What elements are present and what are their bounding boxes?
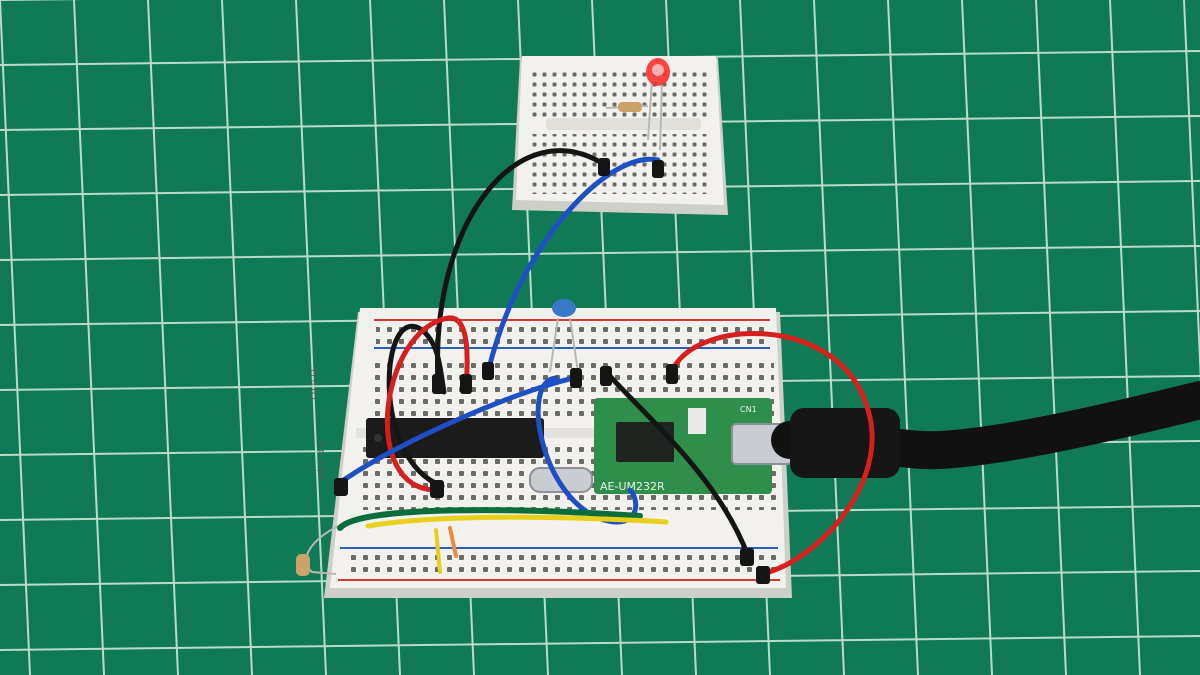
mat-grid-line-vertical [147,0,179,675]
small-breadboard [512,56,728,215]
wire-blue-1 [485,156,661,375]
wire-green [337,507,643,531]
wire-red-2 [669,331,875,577]
connector-label: CN1 [740,405,757,414]
row-letters-top: f g h i j [309,369,319,400]
mat-grid-line-vertical [1109,0,1141,675]
usb-serial-module: AE-UM232R CN1 [594,398,793,494]
wire-orange [448,526,458,558]
mat-grid-line-vertical [0,0,31,675]
crystal-oscillator [529,467,593,493]
ceramic-capacitor [549,299,579,373]
row-letters-bottom: a b c d e [317,441,327,480]
wire-blue-2 [335,375,577,487]
wire-black-2 [386,324,447,489]
resistor-small-board [605,102,649,112]
wire-plugs [334,158,770,584]
jumper-wires [335,148,875,577]
mat-grid-line-vertical [221,0,253,675]
mat-grid-line-horizontal [0,245,1200,261]
mat-grid-line-vertical [813,0,845,675]
dip-chip [366,418,544,458]
led [646,58,670,151]
wire-red-1 [384,315,470,493]
mat-grid-line-vertical [73,0,105,675]
wire-yellow-short [434,528,442,574]
module-marking: AE-UM232R [600,480,665,493]
mat-grid-line-vertical [1183,0,1200,383]
wire-yellow [365,514,669,529]
mat-grid-line-vertical [961,0,993,675]
wire-black-3 [603,369,751,559]
resistor-left [296,524,341,576]
mat-grid-line-vertical [887,0,919,675]
mat-grid-line-vertical [1035,0,1067,675]
mat-grid-line-vertical [295,0,327,675]
mat-grid-line-horizontal [0,635,1200,651]
